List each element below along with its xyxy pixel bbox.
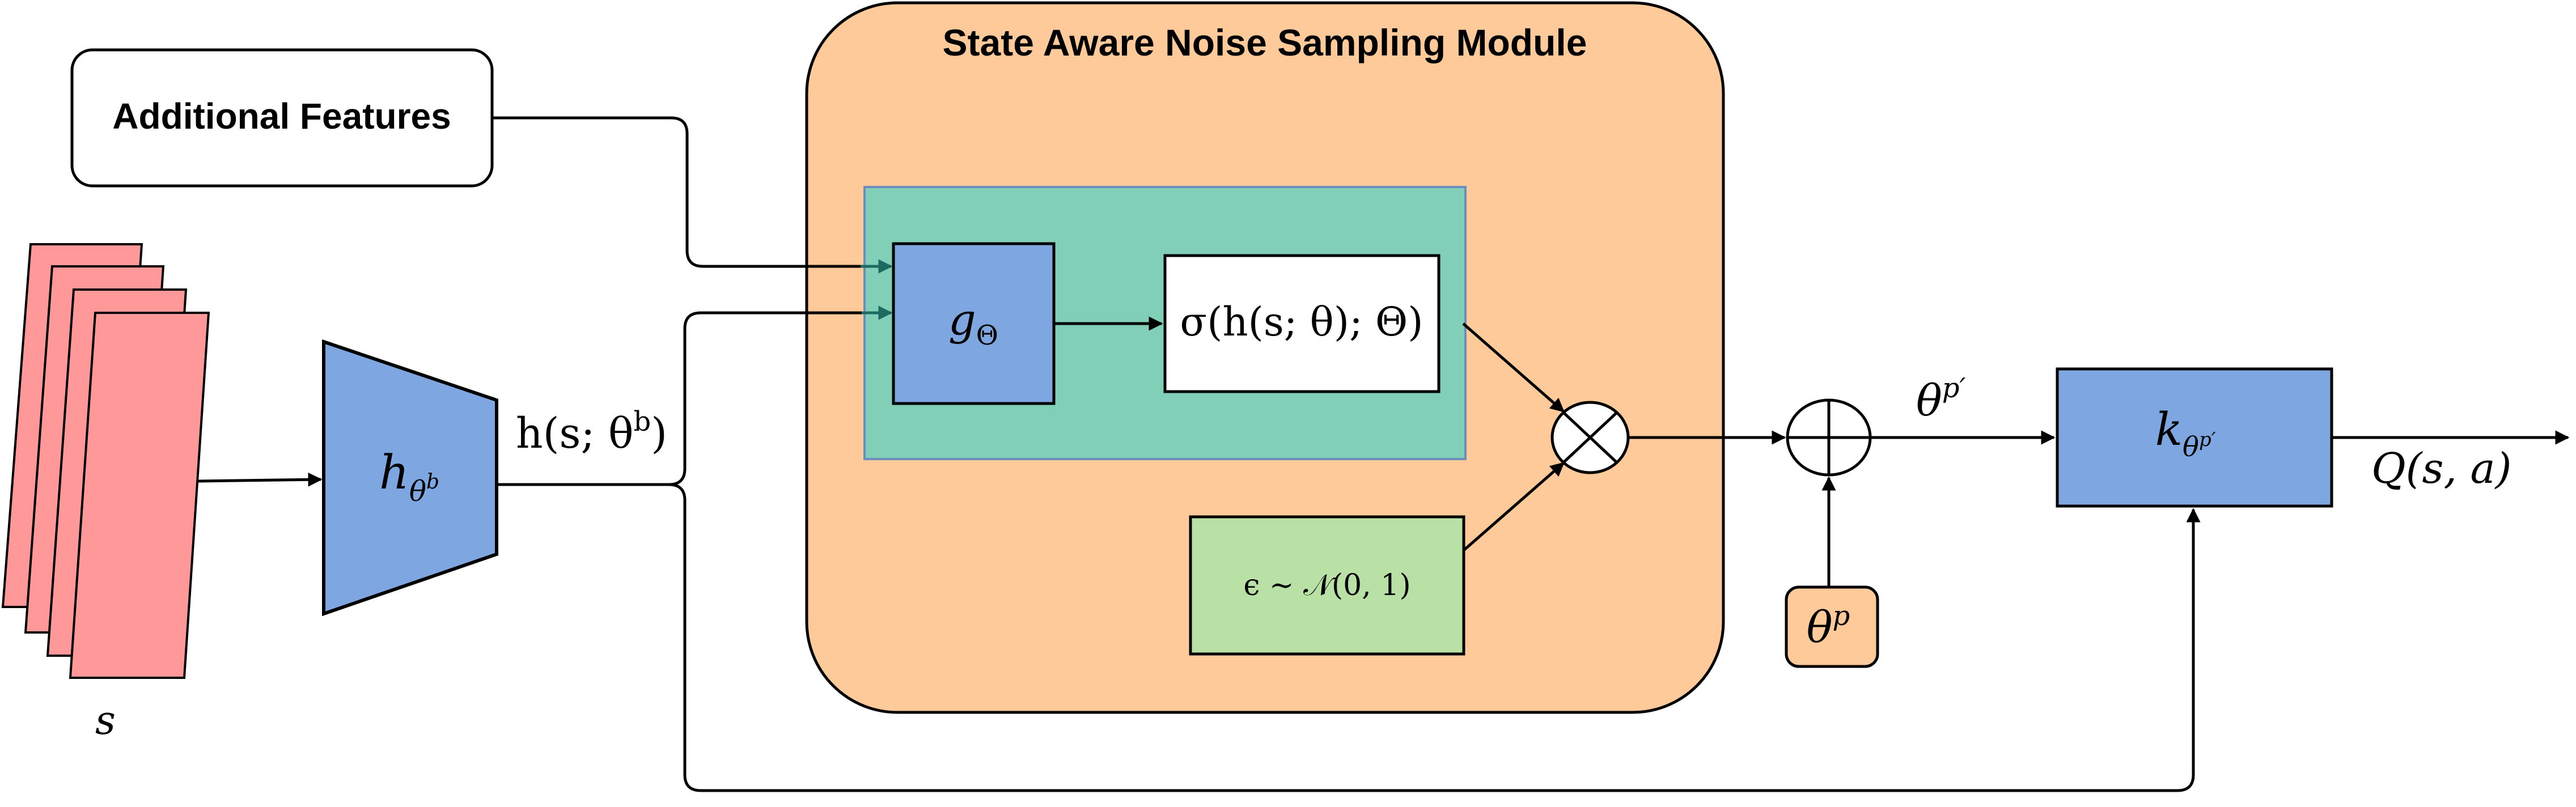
theta-p-block	[1785, 585, 1879, 668]
input-state-label: s	[95, 697, 116, 744]
g-theta-label: gΘ	[948, 294, 998, 351]
encoder-output-label: h(s; θb)	[516, 406, 667, 458]
theta-p-label: θp	[1807, 600, 1850, 652]
arrow-sigma-to-multiply	[1462, 322, 1565, 413]
output-label: Q(s, a)	[2371, 444, 2512, 493]
arrow-epsilon-to-multiply	[1463, 462, 1565, 551]
add-operator	[1786, 398, 1872, 477]
theta-p-prime-label: θp′	[1916, 372, 1965, 426]
encoder-trapezoid	[322, 339, 498, 617]
arrow-state-to-encoder	[197, 472, 323, 487]
k-label: kθp′	[2155, 403, 2216, 463]
encoder-output-line	[497, 311, 891, 486]
encoder-label: hθb	[379, 446, 439, 508]
additional-features-label: Additional Features	[112, 96, 451, 137]
sigma-block	[1163, 254, 1440, 393]
g-theta-block	[892, 242, 1056, 405]
epsilon-label: ϵ ∼ 𝒩(0, 1)	[1243, 568, 1410, 602]
noise-module-title: State Aware Noise Sampling Module	[943, 22, 1587, 63]
input-state-stack	[1, 243, 210, 679]
additional-features-line	[492, 116, 862, 268]
multiply-operator	[1550, 401, 1630, 474]
skip-connection-line	[668, 483, 2201, 792]
sigma-label: σ(h(s; θ); Θ)	[1180, 299, 1423, 345]
epsilon-block	[1189, 515, 1465, 656]
